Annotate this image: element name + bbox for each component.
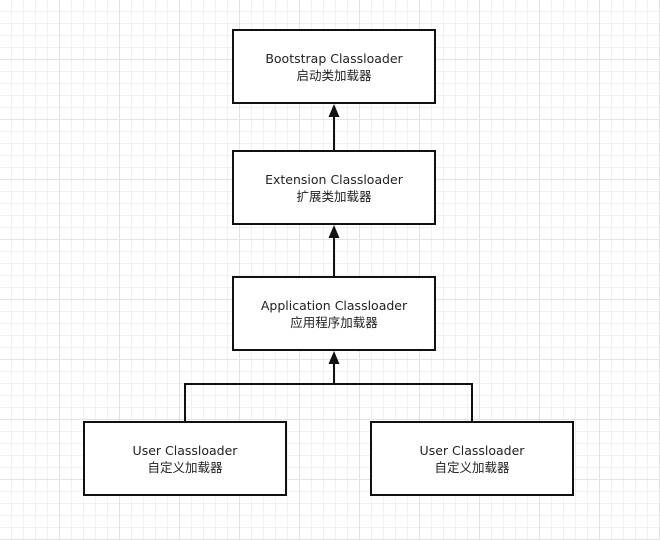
- bootstrap-classloader-title: Bootstrap Classloader: [265, 50, 403, 66]
- application-classloader-box[interactable]: Application Classloader 应用程序加载器: [232, 276, 436, 351]
- user-classloader-title-left: User Classloader: [132, 442, 238, 458]
- arrowhead-to-application: [328, 351, 340, 364]
- extension-classloader-title: Extension Classloader: [265, 171, 403, 187]
- extension-classloader-box[interactable]: Extension Classloader 扩展类加载器: [232, 150, 436, 225]
- user-classloader-title-right: User Classloader: [419, 442, 525, 458]
- user-classloader-box-left[interactable]: User Classloader 自定义加载器: [83, 421, 287, 496]
- extension-classloader-subtitle: 扩展类加载器: [296, 188, 372, 204]
- connector-user-left-to-application: [184, 383, 334, 421]
- bootstrap-classloader-subtitle: 启动类加载器: [296, 67, 372, 83]
- arrowhead-to-extension: [328, 225, 340, 238]
- arrowhead-to-bootstrap: [328, 104, 340, 117]
- user-classloader-subtitle-left: 自定义加载器: [147, 459, 223, 475]
- user-classloader-box-right[interactable]: User Classloader 自定义加载器: [370, 421, 574, 496]
- application-classloader-title: Application Classloader: [260, 297, 408, 313]
- user-classloader-subtitle-right: 自定义加载器: [434, 459, 510, 475]
- application-classloader-subtitle: 应用程序加载器: [290, 314, 378, 330]
- bootstrap-classloader-box[interactable]: Bootstrap Classloader 启动类加载器: [232, 29, 436, 104]
- connector-user-right-to-application: [334, 383, 473, 421]
